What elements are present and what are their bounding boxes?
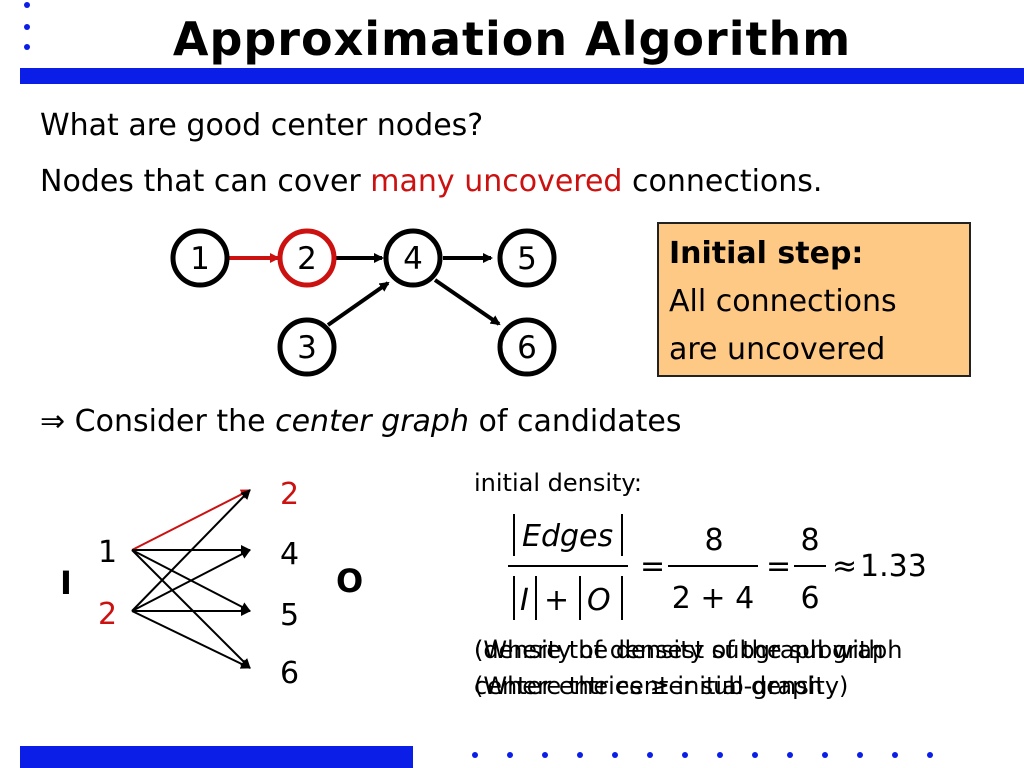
consider-prefix: Consider the	[65, 404, 276, 439]
decor-dot	[577, 752, 583, 758]
consider-suffix: of candidates	[468, 404, 682, 439]
note-line-b: (density of densest subgraph with	[474, 636, 884, 664]
decor-dot	[24, 44, 30, 50]
node-6-label: 6	[517, 330, 537, 366]
node-2	[277, 228, 337, 288]
consider-center-graph-text: ⇒ Consider the center graph of candidate…	[40, 400, 682, 444]
edge-3-4	[326, 281, 390, 327]
question-text: What are good center nodes?	[40, 108, 484, 143]
formula-O: O	[587, 583, 611, 618]
set-I-label: I	[60, 564, 72, 602]
left-node-1: 1	[98, 535, 117, 570]
formula-den-2: 2 + 4	[672, 581, 754, 616]
right-node-4: 4	[280, 537, 299, 572]
edge-1-to-6	[131, 549, 251, 669]
node-4-label: 4	[403, 241, 423, 277]
formula-num-3: 8	[800, 523, 819, 558]
formula-edges: Edges	[522, 519, 613, 554]
right-node-6: 6	[280, 656, 299, 691]
callout-heading: Initial step:	[669, 236, 864, 271]
node-5-label: 5	[517, 241, 537, 277]
title-underline-bar	[20, 68, 1024, 84]
node-4	[383, 228, 443, 288]
implies-arrow-icon: ⇒	[40, 404, 66, 439]
node-2-label: 2	[297, 241, 317, 277]
decor-dot	[612, 752, 618, 758]
decor-dot	[542, 752, 548, 758]
note-line-a: (Where the density of the subgraph	[474, 636, 903, 664]
decor-dot	[752, 752, 758, 758]
decor-dot	[472, 752, 478, 758]
answer-suffix: connections.	[622, 164, 823, 199]
node-3-label: 3	[297, 330, 317, 366]
set-O-label: O	[336, 562, 363, 600]
note-line-c: (Where the center sub-graph	[474, 672, 823, 700]
node-6	[497, 317, 557, 377]
decor-dot	[927, 752, 933, 758]
callout-line-1: All connections	[669, 284, 897, 319]
formula-num-2: 8	[704, 523, 723, 558]
edge-4-6	[433, 278, 501, 326]
node-3	[277, 317, 337, 377]
edge-2-to-4	[131, 549, 251, 612]
node-1-label: 1	[190, 241, 210, 277]
formula-approx: ≈	[832, 549, 857, 584]
initial-density-label: initial density:	[474, 469, 642, 497]
decor-dot	[24, 2, 30, 8]
decor-dot	[507, 752, 513, 758]
decor-dot	[647, 752, 653, 758]
answer-highlight: many uncovered	[370, 164, 623, 199]
density-note: (Where the density of the subgraph (dens…	[474, 632, 1014, 712]
density-formula: Edges I + O = 8 2 + 4 = 8 6 ≈ 1.33	[508, 514, 927, 620]
connection-graph: 1 2 4 5 3 6	[170, 228, 557, 377]
formula-den-3: 6	[800, 581, 819, 616]
callout-line-2: are uncovered	[669, 332, 886, 367]
formula-result: 1.33	[860, 549, 927, 584]
node-1	[170, 228, 230, 288]
decor-dot	[892, 752, 898, 758]
decor-dot	[857, 752, 863, 758]
slide-title: Approximation Algorithm	[172, 12, 852, 66]
footer-bar	[20, 746, 413, 768]
note-line-d: center entries ≥ initial density)	[474, 672, 849, 700]
node-5	[497, 228, 557, 288]
decor-dot	[24, 24, 30, 30]
right-node-2: 2	[280, 477, 299, 512]
decor-dot	[822, 752, 828, 758]
initial-step-callout: Initial step: All connections are uncove…	[657, 222, 971, 377]
center-graph: I O 1 2 2 4 5 6	[60, 477, 363, 691]
formula-equals-2: =	[766, 549, 791, 584]
edge-2-to-2	[131, 489, 251, 612]
answer-prefix: Nodes that can cover	[40, 164, 371, 199]
consider-emphasis: center graph	[275, 404, 469, 439]
decor-dot	[717, 752, 723, 758]
edge-1-to-2	[131, 489, 251, 551]
decor-dot	[787, 752, 793, 758]
formula-equals-1: =	[640, 549, 665, 584]
formula-plus: +	[544, 583, 569, 618]
decor-dot	[682, 752, 688, 758]
answer-text: Nodes that can cover many uncovered conn…	[40, 160, 822, 204]
right-node-5: 5	[280, 598, 299, 633]
edge-2-to-6	[131, 610, 251, 669]
formula-I: I	[520, 583, 529, 618]
left-node-2: 2	[98, 597, 117, 632]
